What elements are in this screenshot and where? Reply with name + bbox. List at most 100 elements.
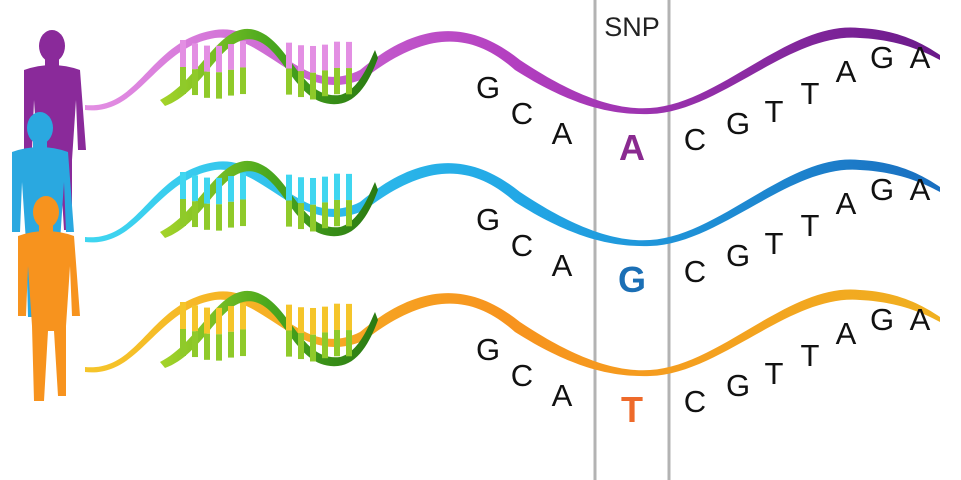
base-letter: A [552,378,573,413]
base-pair-rung [310,72,316,100]
base-pair-rung [286,174,292,201]
base-letter: T [801,338,820,373]
base-pair-rung [322,44,328,71]
base-letter: G [726,106,750,141]
helix-green-ribbon [160,28,378,106]
base-letter: A [836,316,857,351]
base-pair-rung [310,334,316,362]
base-letter: A [552,116,573,151]
base-pair-rung [346,68,352,95]
base-letter: C [684,384,706,419]
base-pair-rung [346,330,352,357]
base-pair-rung [204,307,210,334]
base-pair-rung [240,40,246,68]
base-pair-rung [298,177,304,204]
base-pair-rung [192,43,198,70]
snp-label: SNP [604,12,660,42]
base-pair-rung [240,199,246,227]
base-pair-rung [180,67,186,94]
base-pair-rung [192,305,198,332]
base-pair-rung [322,332,328,359]
base-letter: G [476,332,500,367]
person-orange-icon [18,196,80,401]
base-pair-rung [204,177,210,204]
base-pair-rung [322,306,328,333]
base-pair-rung [180,172,186,199]
base-pair-rung [240,172,246,200]
base-pair-rung [322,176,328,203]
base-pair-rung [192,201,198,228]
base-pair-rung [322,202,328,229]
base-pair-rung [204,203,210,230]
base-letter: T [801,208,820,243]
base-letter: C [684,254,706,289]
base-letter: A [910,302,931,337]
base-pair-rung [334,329,340,357]
base-pair-rung [310,45,316,73]
strand-ribbon [85,27,940,115]
base-pair-rung [204,45,210,72]
base-letter: A [836,186,857,221]
strand-ribbon [85,159,940,247]
base-letter: T [801,76,820,111]
base-pair-rung [228,176,234,202]
base-letter: T [765,356,784,391]
base-letter: A [910,40,931,75]
base-pair-rung [286,200,292,227]
base-pair-rung [298,307,304,334]
snp-base-2: G [618,259,646,300]
base-pair-rung [216,204,222,231]
base-letter: G [476,70,500,105]
base-pair-rung [334,199,340,227]
base-letter: G [476,202,500,237]
base-pair-rung [310,307,316,335]
base-pair-rung [228,331,234,358]
base-pair-rung [192,69,198,96]
base-pair-rung [228,201,234,228]
base-pair-rung [216,72,222,99]
base-pair-rung [216,45,222,73]
base-letter: A [836,54,857,89]
base-pair-rung [346,200,352,227]
base-letter: G [870,172,894,207]
dna-strand-1 [85,27,940,115]
base-pair-rung [346,41,352,69]
base-letter: T [765,94,784,129]
base-letter: C [511,96,533,131]
base-pair-rung [192,331,198,358]
base-pair-rung [228,44,234,70]
base-pair-rung [240,67,246,95]
base-pair-rung [216,334,222,361]
base-letter: T [765,226,784,261]
base-pair-rung [286,42,292,69]
base-pair-rung [334,303,340,330]
dna-strand-3 [85,289,940,377]
base-letter: C [684,122,706,157]
people-group [12,30,86,401]
base-letter: G [870,302,894,337]
base-pair-rung [240,302,246,330]
helix-green-ribbon [160,290,378,368]
dna-strands [85,27,940,377]
base-pair-rung [334,173,340,200]
base-letter: A [910,172,931,207]
base-pair-rung [286,304,292,331]
base-letter: G [726,238,750,273]
base-pair-rung [180,199,186,226]
base-pair-rung [192,175,198,202]
base-pair-rung [180,302,186,329]
base-pair-rung [334,67,340,95]
base-pair-rung [298,71,304,98]
base-pair-rung [240,329,246,357]
base-pair-rung [228,306,234,332]
base-pair-rung [298,333,304,360]
base-letter: G [870,40,894,75]
base-pair-rung [228,69,234,96]
base-pair-rung [286,68,292,95]
base-pair-rung [216,177,222,205]
